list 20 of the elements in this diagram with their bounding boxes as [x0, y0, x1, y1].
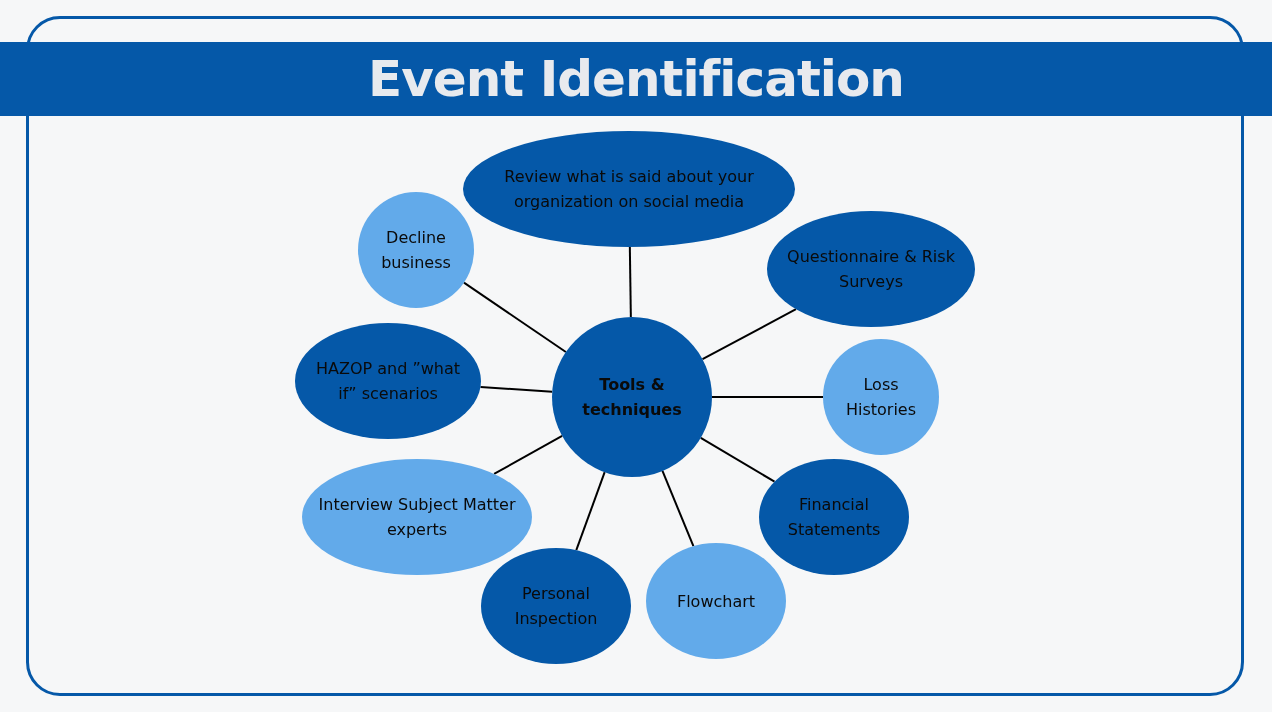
connector-line	[479, 386, 554, 393]
node-label: Decline business	[380, 227, 452, 274]
connector-line	[711, 396, 824, 398]
connector-line	[699, 436, 776, 483]
node-label: Financial Statements	[786, 494, 882, 541]
connector-line	[575, 471, 606, 552]
node-label: Review what is said about your organization on social media	[504, 166, 754, 213]
node-label: Loss Histories	[844, 374, 918, 421]
connector-line	[462, 281, 567, 353]
node-label: Personal Inspection	[513, 583, 599, 630]
title: Event Identification	[368, 50, 904, 108]
node-label: Questionnaire & Risk Surveys	[786, 246, 956, 293]
connector-line	[701, 308, 797, 361]
node-label: Interview Subject Matter experts	[317, 494, 517, 541]
connector-line	[628, 246, 632, 318]
connector-line	[493, 435, 564, 475]
node-label: HAZOP and ”what if” scenarios	[314, 358, 461, 405]
connector-line	[661, 469, 695, 548]
node-label: Flowchart	[675, 590, 757, 613]
node-label: Tools & techniques	[581, 374, 683, 421]
